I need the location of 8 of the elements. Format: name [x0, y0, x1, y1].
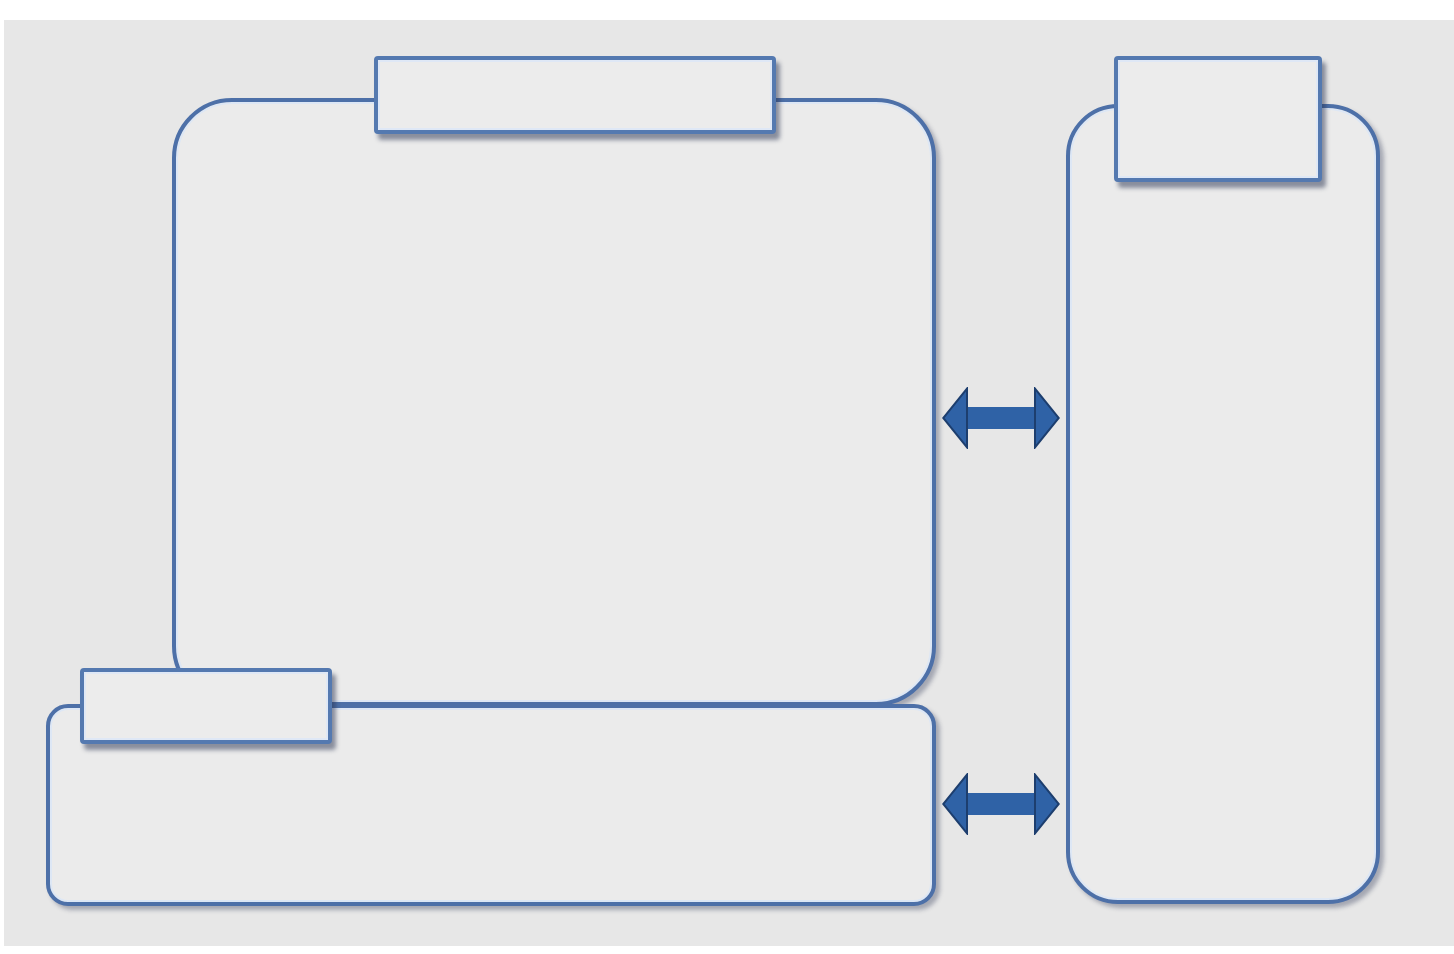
- double-arrow: [942, 387, 1060, 449]
- double-arrow: [942, 773, 1060, 835]
- header-tab: [80, 668, 332, 744]
- header-tab: [374, 56, 776, 134]
- rounded-panel: [1066, 104, 1380, 904]
- header-tab: [1114, 56, 1322, 182]
- rounded-panel: [172, 98, 936, 706]
- rounded-panel: [46, 704, 936, 906]
